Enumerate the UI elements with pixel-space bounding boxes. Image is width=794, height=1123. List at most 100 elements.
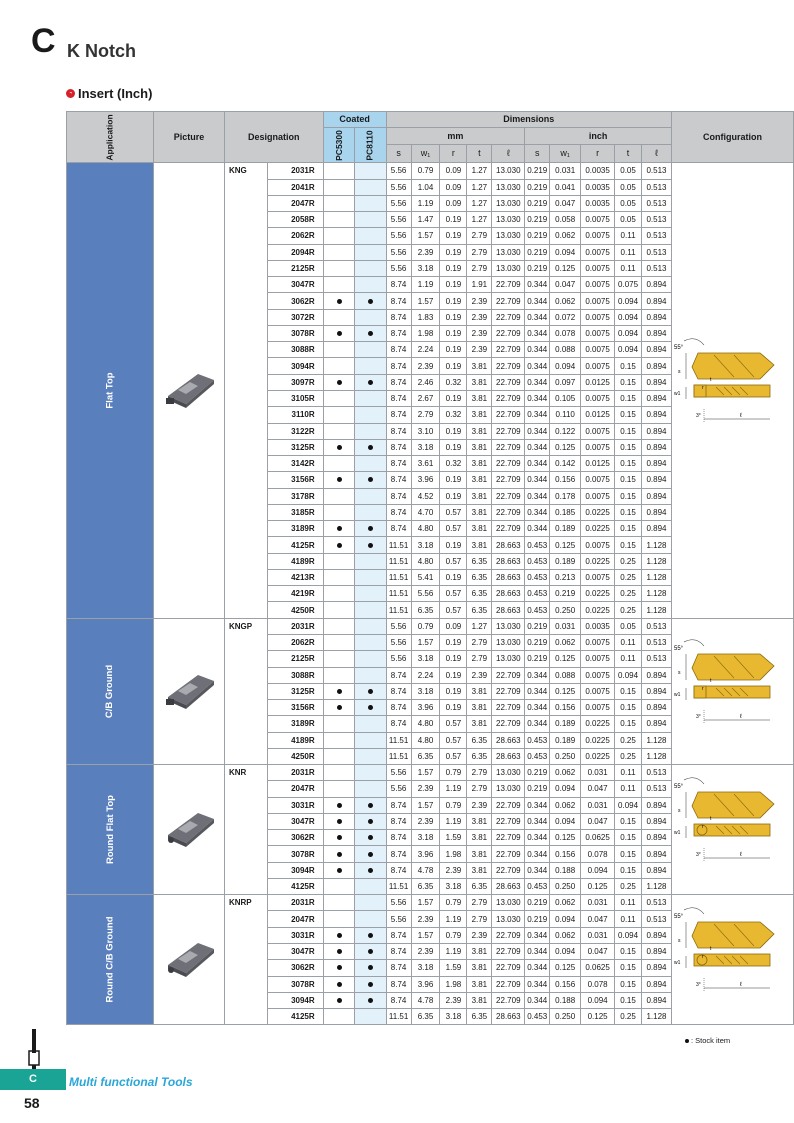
dimension-value: 0.11 (614, 259, 643, 278)
pc5300-stock (322, 666, 356, 684)
s-label: s (678, 808, 681, 814)
dimension-value: 22.709 (491, 471, 526, 489)
dimension-value: 0.513 (641, 243, 672, 261)
designation-code: 3122R (267, 422, 324, 440)
designation-code: 2031R (267, 764, 324, 782)
stock-dot-icon (336, 688, 342, 694)
dimension-value: 0.062 (549, 764, 582, 782)
dimension-value: 0.078 (549, 324, 582, 343)
dimension-value: 3.18 (410, 682, 441, 701)
dimension-value: 0.344 (524, 943, 551, 961)
dimension-value: 0.57 (439, 601, 468, 619)
dimension-value: 0.0075 (580, 438, 616, 457)
dimension-value: 28.663 (491, 568, 526, 587)
dimension-value: 0.0075 (580, 666, 616, 684)
dimension-value: 28.663 (491, 1008, 526, 1026)
designation-code: 2031R (267, 162, 324, 180)
s-label: s (678, 670, 681, 676)
dimension-value: 22.709 (491, 308, 526, 326)
dimension-value: 0.25 (614, 747, 643, 766)
stock-dot-icon (367, 802, 373, 808)
dimension-value: 0.062 (549, 292, 582, 310)
dimension-value: 0.219 (524, 227, 551, 245)
dimension-value: 0.094 (614, 341, 643, 359)
dimension-value: 28.663 (491, 552, 526, 570)
pc5300-stock (322, 991, 356, 1010)
dimension-value: 0.79 (439, 926, 468, 945)
pc5300-stock (322, 650, 356, 668)
dimension-value: 0.894 (641, 308, 672, 326)
dimension-value: 8.74 (385, 991, 412, 1010)
dimension-value: 6.35 (410, 1008, 441, 1026)
dimension-value: 0.513 (641, 259, 672, 278)
dimension-value: 0.25 (614, 1008, 643, 1026)
dimension-value: 22.709 (491, 438, 526, 457)
dimension-value: 0.894 (641, 324, 672, 343)
dimension-value: 0.513 (641, 178, 672, 196)
inch-dim-header-2: r (580, 143, 616, 164)
dimension-value: 11.51 (385, 731, 412, 749)
dimension-value: 0.11 (614, 910, 643, 928)
dimension-value: 11.51 (385, 601, 412, 619)
r-label: r (702, 954, 704, 960)
subtitle-text: Insert (Inch) (78, 86, 153, 101)
dimension-value: 0.094 (549, 943, 582, 961)
pc8110-stock (354, 324, 387, 343)
dimension-value: 0.15 (614, 503, 643, 522)
pc8110-stock (354, 991, 387, 1010)
dimension-value: 0.344 (524, 699, 551, 717)
designation-prefix: KNGP (223, 617, 268, 766)
stock-dot-icon (336, 819, 342, 825)
dimension-value: 0.19 (439, 211, 468, 229)
pc5300-stock (322, 162, 356, 180)
dimension-value: 8.74 (385, 438, 412, 457)
dimension-value: 8.74 (385, 406, 412, 424)
pc5300-stock (322, 324, 356, 343)
application-cell: Flat Top (65, 162, 155, 619)
dimension-value: 1.57 (410, 292, 441, 310)
designation-code: 2094R (267, 243, 324, 261)
dimension-value: 0.125 (549, 959, 582, 977)
dimension-value: 0.213 (549, 568, 582, 587)
dimension-value: 1.128 (641, 1008, 672, 1026)
dimension-value: 3.81 (466, 699, 493, 717)
dimension-value: 22.709 (491, 373, 526, 391)
dimension-value: 0.219 (524, 194, 551, 213)
dimension-value: 1.128 (641, 877, 672, 896)
dimension-value: 0.219 (524, 764, 551, 782)
insert-picture (153, 894, 225, 1026)
pc5300-stock (322, 845, 356, 863)
dimension-value: 0.344 (524, 292, 551, 310)
stock-dot-icon (367, 526, 373, 532)
designation-prefix: KNRP (223, 894, 268, 1026)
dimension-value: 22.709 (491, 796, 526, 814)
dimension-value: 0.094 (614, 308, 643, 326)
dimension-value: 5.56 (385, 259, 412, 278)
dimension-value: 0.097 (549, 373, 582, 391)
dimension-value: 0.125 (549, 438, 582, 457)
insert-photo-icon (165, 373, 214, 408)
dimension-value: 0.094 (580, 991, 616, 1010)
dimension-value: 22.709 (491, 812, 526, 831)
dimension-value: 0.250 (549, 877, 582, 896)
dimension-value: 0.0035 (580, 194, 616, 213)
dimension-value: 0.0225 (580, 747, 616, 766)
dimension-value: 2.79 (466, 259, 493, 278)
angle2-label: 3° (696, 982, 701, 988)
designation-code: 3088R (267, 666, 324, 684)
dimension-value: 1.19 (410, 194, 441, 213)
dimension-value: 0.0125 (580, 406, 616, 424)
pc8110-stock (354, 341, 387, 359)
dimension-value: 0.125 (549, 650, 582, 668)
dimension-value: 0.894 (641, 455, 672, 473)
dimension-value: 5.56 (385, 650, 412, 668)
l-label: ℓ (740, 412, 742, 419)
dimension-value: 11.51 (385, 552, 412, 570)
pc8110-stock (354, 796, 387, 814)
dimension-value: 22.709 (491, 666, 526, 684)
